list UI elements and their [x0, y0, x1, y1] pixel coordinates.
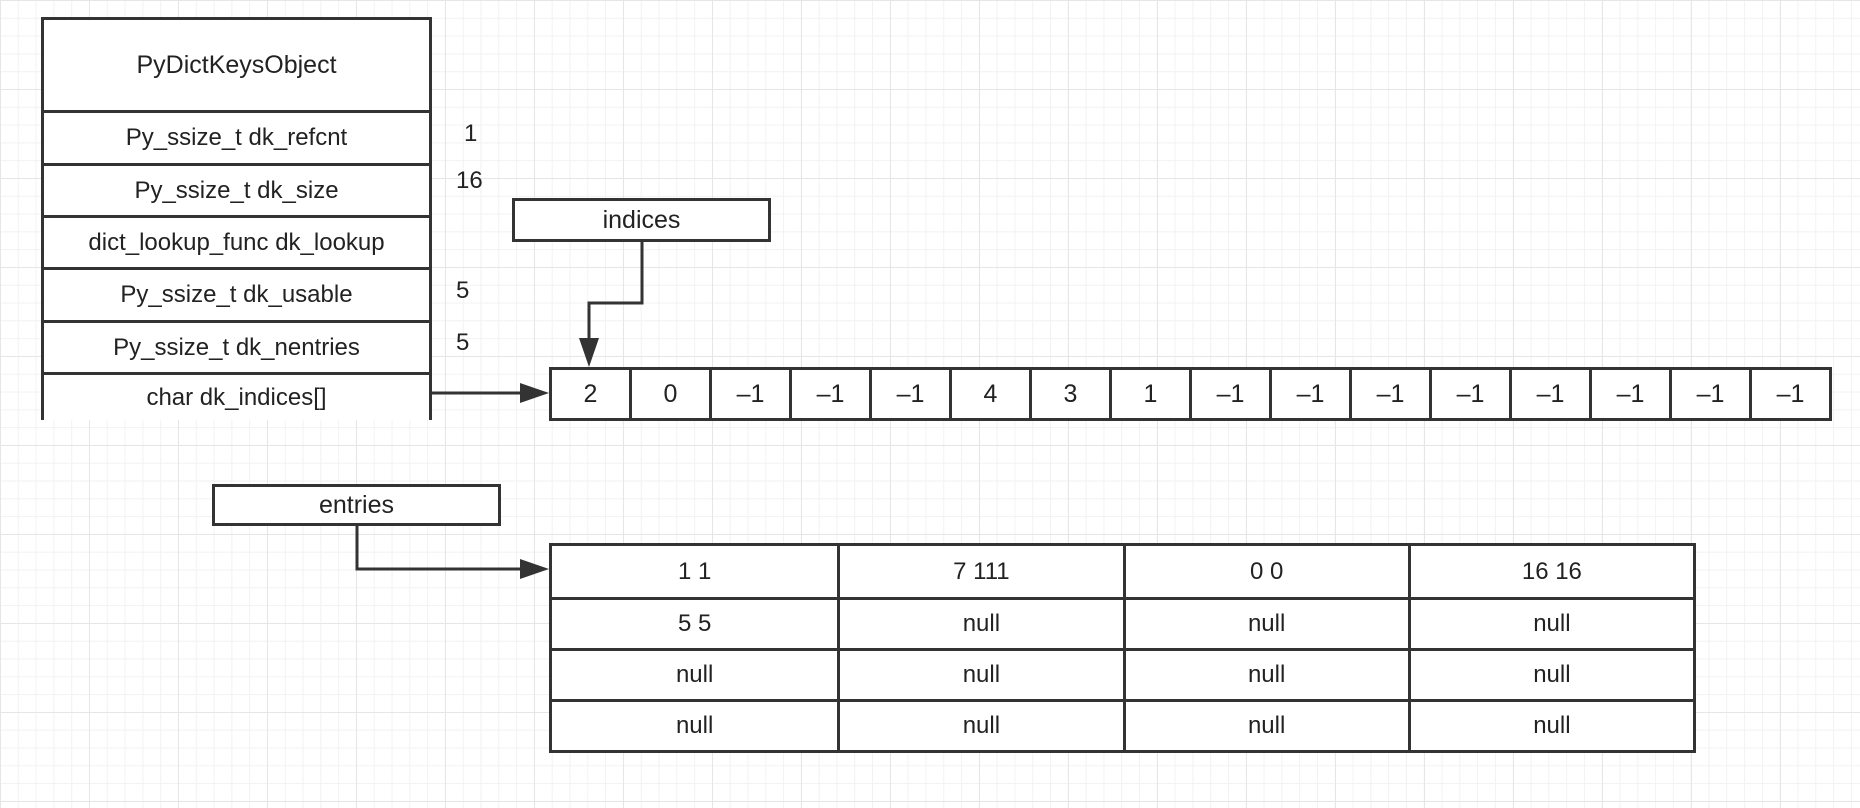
entry-cell: null: [1407, 699, 1693, 750]
entry-cell: 1 1: [552, 546, 838, 597]
entry-cell: 0 0: [1122, 546, 1408, 597]
indices-label-box: indices: [512, 198, 771, 242]
indices-cell: 0: [629, 370, 709, 418]
entry-cell: null: [837, 699, 1123, 750]
arrow-entries-label-to-table: [355, 526, 549, 579]
indices-cell: –1: [1589, 370, 1669, 418]
entries-table: 1 1 7 111 0 0 16 16 5 5 null null null n…: [549, 543, 1696, 753]
indices-cell: –1: [1749, 370, 1829, 418]
field-dk-size: Py_ssize_t dk_size: [44, 163, 429, 215]
indices-cell: –1: [1269, 370, 1349, 418]
indices-array: 2 0 –1 –1 –1 4 3 1 –1 –1 –1 –1 –1 –1 –1 …: [549, 367, 1832, 421]
indices-cell: –1: [1509, 370, 1589, 418]
entry-cell: 16 16: [1407, 546, 1693, 597]
indices-cell: –1: [1429, 370, 1509, 418]
field-dk-nentries: Py_ssize_t dk_nentries: [44, 320, 429, 372]
entries-label-box: entries: [212, 484, 501, 526]
entry-cell: null: [1122, 597, 1408, 648]
entry-cell: null: [1407, 648, 1693, 699]
arrow-dk-indices-to-array: [432, 383, 549, 403]
indices-cell: –1: [709, 370, 789, 418]
indices-cell: –1: [1349, 370, 1429, 418]
entry-cell: null: [552, 648, 838, 699]
entry-cell: null: [837, 597, 1123, 648]
indices-cell: 3: [1029, 370, 1109, 418]
field-dk-lookup: dict_lookup_func dk_lookup: [44, 215, 429, 267]
entry-cell: 5 5: [552, 597, 838, 648]
entry-cell: null: [1122, 648, 1408, 699]
value-dk-nentries: 5: [456, 329, 470, 356]
entry-cell: null: [1407, 597, 1693, 648]
entry-cell: null: [1122, 699, 1408, 750]
indices-cell: –1: [1189, 370, 1269, 418]
entry-cell: 7 111: [837, 546, 1123, 597]
indices-cell: –1: [869, 370, 949, 418]
struct-title: PyDictKeysObject: [44, 20, 429, 110]
pydictkeysobject-struct: PyDictKeysObject Py_ssize_t dk_refcnt Py…: [41, 17, 432, 420]
indices-cell: 4: [949, 370, 1029, 418]
value-dk-refcnt: 1: [464, 120, 478, 147]
field-dk-usable: Py_ssize_t dk_usable: [44, 267, 429, 320]
entry-cell: null: [837, 648, 1123, 699]
field-dk-refcnt: Py_ssize_t dk_refcnt: [44, 110, 429, 163]
indices-cell: –1: [789, 370, 869, 418]
indices-cell: 2: [552, 370, 629, 418]
field-dk-indices: char dk_indices[]: [44, 372, 429, 420]
value-dk-size: 16: [456, 167, 483, 194]
arrow-indices-label-to-array: [579, 242, 644, 367]
indices-cell: 1: [1109, 370, 1189, 418]
indices-cell: –1: [1669, 370, 1749, 418]
entry-cell: null: [552, 699, 838, 750]
value-dk-usable: 5: [456, 277, 470, 304]
